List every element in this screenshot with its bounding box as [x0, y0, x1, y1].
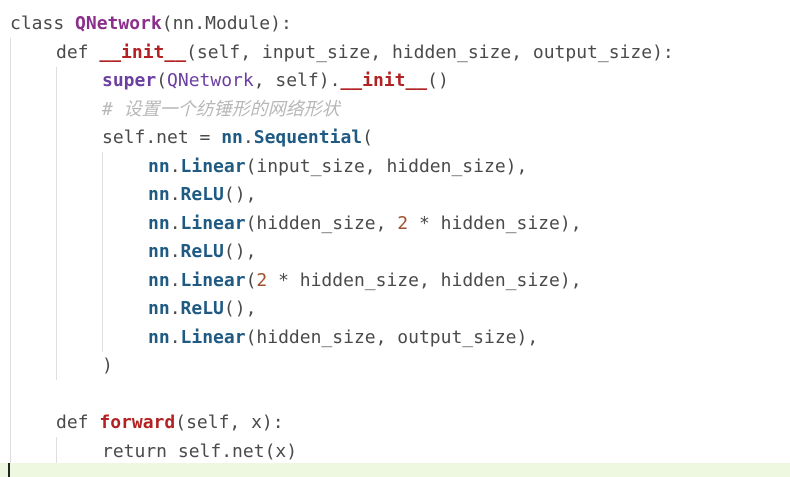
code-token: nn: [221, 127, 243, 148]
code-token: Linear: [180, 212, 246, 234]
code-token: (: [186, 41, 197, 63]
code-token: __init__: [99, 41, 187, 63]
code-line: nn.ReLU(),: [148, 238, 790, 267]
code-token: .: [329, 70, 341, 91]
indent-guide-line: [102, 152, 103, 352]
code-token: (: [156, 70, 168, 91]
code-token: nn: [148, 326, 170, 348]
code-token: return: [102, 440, 178, 462]
code-token: Sequential: [253, 127, 363, 148]
code-line: super(QNetwork, self).__init__(): [102, 67, 790, 96]
code-token: ),: [505, 155, 528, 177]
code-line: # 设置一个纺锤形的网络形状: [102, 96, 790, 125]
active-line-highlight: [0, 463, 790, 477]
code-token: super: [102, 70, 157, 91]
code-token: self.net =: [102, 127, 222, 148]
code-line: nn.Linear(hidden_size, 2 * hidden_size),: [148, 210, 790, 239]
code-token: , self): [253, 70, 330, 91]
code-token: (),: [223, 241, 257, 262]
code-token: forward: [99, 412, 176, 433]
code-token: .: [169, 298, 181, 319]
code-token: ReLU: [180, 298, 224, 319]
code-line: [56, 381, 790, 410]
code-token: ):: [261, 412, 284, 433]
code-token: ),: [559, 269, 582, 291]
code-token: x: [275, 440, 287, 462]
code-token: (: [175, 412, 187, 433]
indent-guide-line: [56, 437, 57, 463]
code-token: nn: [148, 184, 170, 205]
code-token: 2: [397, 212, 409, 234]
code-token: ),: [559, 212, 582, 234]
code-token: .: [169, 326, 181, 348]
code-token: .: [242, 127, 254, 148]
code-token: ): [102, 355, 113, 376]
code-token: ),: [516, 326, 539, 348]
code-token: Linear: [180, 326, 246, 348]
code-line: nn.ReLU(),: [148, 181, 790, 210]
code-token: nn: [148, 269, 170, 291]
code-token: (),: [223, 298, 257, 319]
code-token: class: [10, 13, 76, 34]
text-caret: [8, 463, 10, 477]
code-token: input_size, hidden_size: [256, 155, 506, 177]
code-token: Module: [205, 13, 271, 34]
code-token: self.net: [177, 440, 265, 462]
code-token: hidden_size, output_size: [256, 326, 517, 348]
code-token: 2: [256, 269, 268, 291]
code-token: * hidden_size: [408, 212, 560, 234]
code-line: ): [102, 352, 790, 381]
code-token: hidden_size,: [256, 212, 398, 234]
code-token: QNetwork: [167, 70, 254, 91]
code-line: def __init__(self, input_size, hidden_si…: [56, 39, 790, 68]
code-token: .: [169, 269, 181, 291]
code-token: (: [245, 326, 257, 348]
code-token: (: [161, 13, 173, 34]
indent-guide-line: [56, 67, 57, 380]
code-token: ):: [652, 41, 674, 63]
code-token: (: [245, 212, 257, 234]
code-token: def: [56, 412, 100, 433]
code-line: nn.ReLU(),: [148, 295, 790, 324]
code-token: Linear: [180, 155, 246, 177]
code-token: __init__: [340, 70, 428, 91]
code-token: # 设置一个纺锤形的网络形状: [102, 98, 340, 120]
code-token: nn: [148, 241, 170, 262]
code-token: (): [427, 70, 449, 91]
code-token: .: [169, 155, 181, 177]
code-token: nn: [172, 13, 195, 34]
code-token: .: [169, 241, 181, 262]
code-token: (: [245, 155, 257, 177]
code-token: ReLU: [180, 184, 224, 205]
code-token: (: [362, 127, 373, 148]
code-line: nn.Linear(2 * hidden_size, hidden_size),: [148, 267, 790, 296]
code-line: nn.Linear(hidden_size, output_size),: [148, 324, 790, 353]
code-token: .: [194, 13, 206, 34]
code-token: self, x: [186, 412, 262, 433]
code-token: .: [169, 184, 181, 205]
indent-guide-line: [10, 38, 11, 463]
code-token: nn: [148, 155, 170, 177]
code-token: .: [169, 212, 181, 234]
code-token: ReLU: [180, 241, 224, 262]
code-line: nn.Linear(input_size, hidden_size),: [148, 153, 790, 182]
code-token: ): [286, 440, 298, 462]
code-token: nn: [148, 298, 170, 319]
code-token: self, input_size, hidden_size, output_si…: [196, 41, 653, 63]
code-token: * hidden_size, hidden_size: [267, 269, 560, 291]
code-token: ):: [270, 13, 292, 34]
code-token: def: [56, 41, 100, 63]
code-line: self.net = nn.Sequential(: [102, 124, 790, 153]
code-token: (: [264, 440, 276, 462]
code-line: def forward(self, x):: [56, 409, 790, 438]
code-line: return self.net(x): [102, 438, 790, 467]
code-token: Linear: [180, 269, 246, 291]
code-token: nn: [148, 212, 170, 234]
code-line: class QNetwork(nn.Module):: [10, 10, 790, 39]
code-token: QNetwork: [75, 13, 162, 34]
code-token: (),: [223, 184, 257, 205]
code-token: (: [245, 269, 257, 291]
